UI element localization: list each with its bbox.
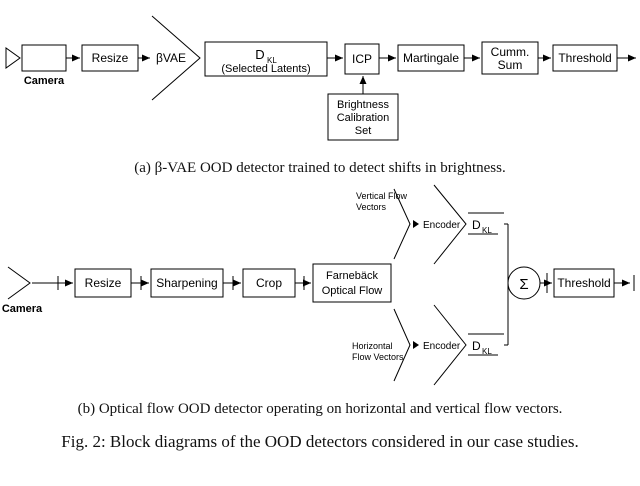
- encoder-funnel-icon-a: [151, 15, 201, 101]
- dkl-main-top: D: [472, 218, 481, 232]
- martingale-label: Martingale: [403, 51, 459, 65]
- calibration-label-line1: Brightness: [337, 99, 389, 111]
- optical-flow-box: [312, 263, 392, 303]
- calibration-set-box: [327, 93, 399, 141]
- diagram-b: Camera Resize Sharpening Crop Farnebäck …: [2, 184, 635, 386]
- vertical-flow-label-line2: Vectors: [356, 202, 387, 212]
- caption-b: (b) Optical flow OOD detector operating …: [77, 401, 563, 417]
- encoder-funnel-icon-top: [433, 184, 467, 265]
- cumsum-label-line1: Cumm.: [491, 45, 530, 59]
- cumsum-box: [481, 41, 539, 75]
- diagram-a: Camera Resize βVAE D KL (Selected Latent…: [5, 15, 636, 141]
- dkl-main-a: D: [255, 47, 264, 62]
- caption-a: (a) β-VAE OOD detector trained to detect…: [134, 160, 506, 176]
- cumsum-label-line2: Sum: [498, 58, 523, 72]
- camera-label-a: Camera: [24, 75, 65, 87]
- dkl-sub-a: KL: [267, 56, 277, 65]
- bullet-arrow-icon-top: [413, 220, 419, 228]
- threshold-label-b: Threshold: [557, 276, 610, 290]
- horizontal-flow-label-line2: Flow Vectors: [352, 352, 404, 362]
- crop-box: [242, 268, 296, 298]
- splitter-icon-top: [393, 188, 411, 260]
- vertical-flow-label-line1: Vertical Flow: [356, 191, 408, 201]
- encoder-label-top: Encoder: [423, 220, 461, 231]
- crop-label: Crop: [256, 276, 282, 290]
- sharpening-box: [150, 268, 224, 298]
- calibration-label-line3: Set: [355, 125, 372, 137]
- threshold-label-a: Threshold: [558, 51, 611, 65]
- dkl-sub-top: KL: [482, 226, 492, 235]
- dkl-note-a: (Selected Latents): [221, 63, 310, 75]
- dkl-sub-bottom: KL: [482, 347, 492, 356]
- resize-box-b: [74, 268, 132, 298]
- flow-label-line1: Farnebäck: [326, 270, 378, 282]
- encoder-funnel-icon-bottom: [433, 304, 467, 386]
- sharpening-label: Sharpening: [156, 276, 217, 290]
- bvae-label: βVAE: [156, 51, 186, 65]
- dkl-box-a: [204, 41, 328, 77]
- sigma-label: Σ: [519, 276, 528, 293]
- bullet-arrow-icon-bottom: [413, 341, 419, 349]
- resize-label-a: Resize: [92, 51, 129, 65]
- resize-label-b: Resize: [85, 276, 122, 290]
- camera-icon: [5, 44, 67, 72]
- dkl-main-bottom: D: [472, 339, 481, 353]
- flow-label-line2: Optical Flow: [322, 285, 383, 297]
- icp-label: ICP: [352, 52, 372, 66]
- icp-box: [344, 43, 380, 75]
- encoder-label-bottom: Encoder: [423, 341, 461, 352]
- splitter-icon-bottom: [393, 308, 411, 382]
- horizontal-flow-label-line1: Horizontal: [352, 341, 393, 351]
- camera-icon-b: [7, 266, 31, 300]
- camera-label-b: Camera: [2, 303, 43, 315]
- calibration-label-line2: Calibration: [337, 112, 390, 124]
- figure-caption: Fig. 2: Block diagrams of the OOD detect…: [61, 432, 579, 451]
